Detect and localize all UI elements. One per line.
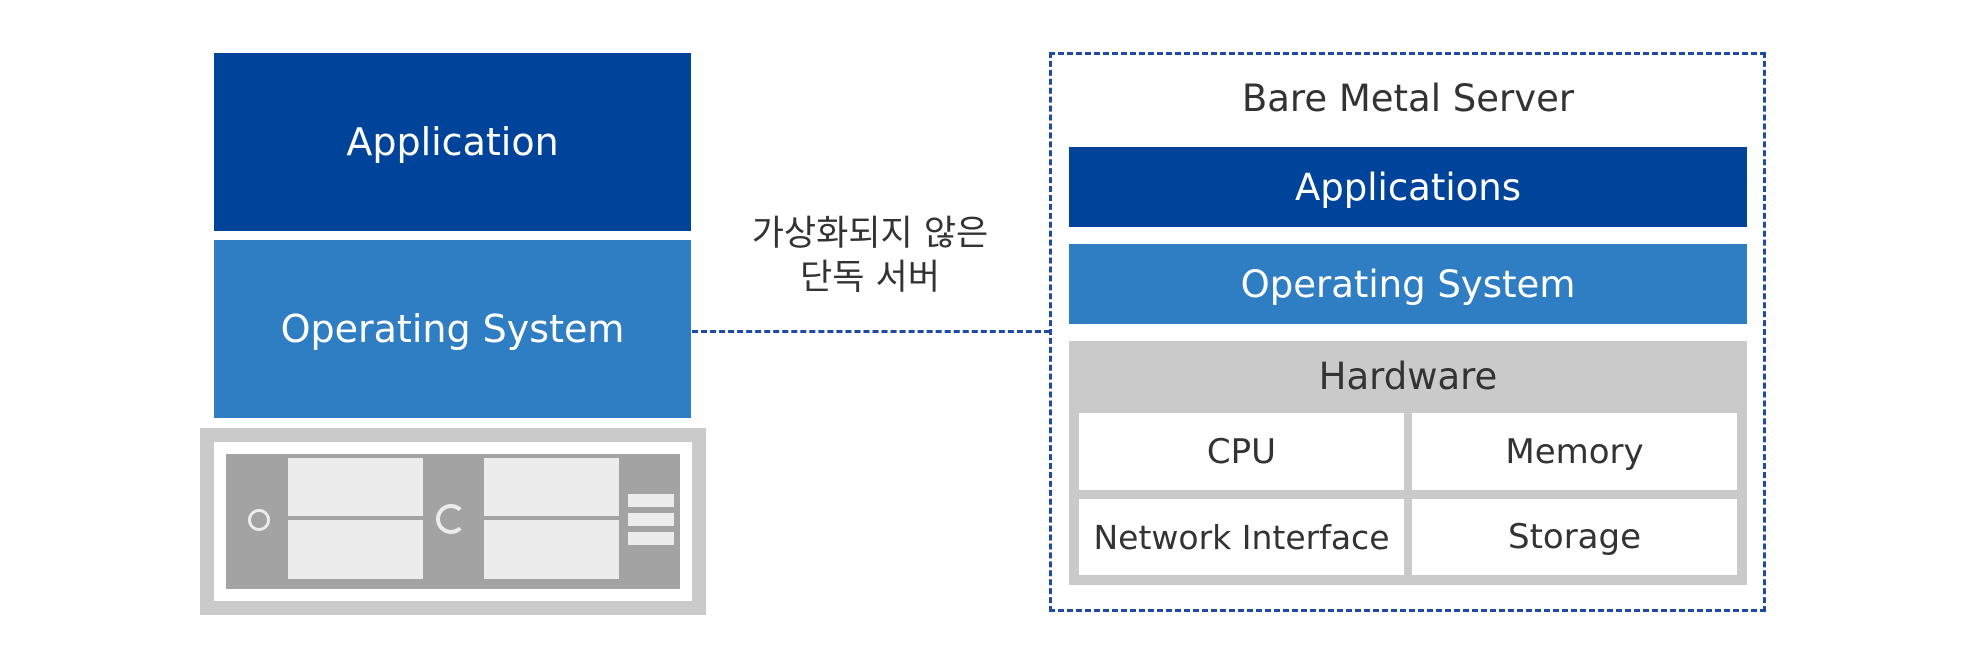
left-application-label: Application [346,120,559,164]
server-illustration [200,428,706,615]
hardware-cell-cpu: CPU [1079,413,1404,490]
left-os-block: Operating System [214,240,691,418]
server-power-light-icon [248,509,270,531]
connector-dashed-line [692,330,1050,333]
server-body [226,454,680,589]
connector-caption-line1: 가상화되지 않은 [751,214,989,254]
drive-bay-left-top [288,458,423,516]
hardware-cell-network-interface: Network Interface [1079,499,1404,575]
right-applications-label: Applications [1294,165,1521,209]
hardware-title: Hardware [1318,354,1498,398]
hardware-cell-memory: Memory [1412,413,1737,490]
right-applications-block: Applications [1069,147,1747,227]
vent-slot [628,532,674,545]
drive-bay-right-top [484,458,619,516]
hardware-cell-storage: Storage [1412,499,1737,575]
vent-slot [628,494,674,507]
server-ring-icon [436,504,466,534]
connector-caption-line2: 단독 서버 [800,258,940,298]
left-application-block: Application [214,53,691,231]
bare-metal-server-title: Bare Metal Server [1241,76,1575,120]
drive-bay-right-bottom [484,520,619,579]
bare-metal-server-panel [1049,52,1766,612]
right-os-label: Operating System [1240,262,1576,306]
left-os-label: Operating System [280,307,625,351]
server-frame [214,442,692,601]
vent-slot [628,513,674,526]
right-os-block: Operating System [1069,244,1747,324]
hardware-block: Hardware CPU Memory Network Interface St… [1069,341,1747,585]
connector-caption: 가상화되지 않은 단독 서버 [690,212,1050,300]
drive-bay-left-bottom [288,520,423,579]
